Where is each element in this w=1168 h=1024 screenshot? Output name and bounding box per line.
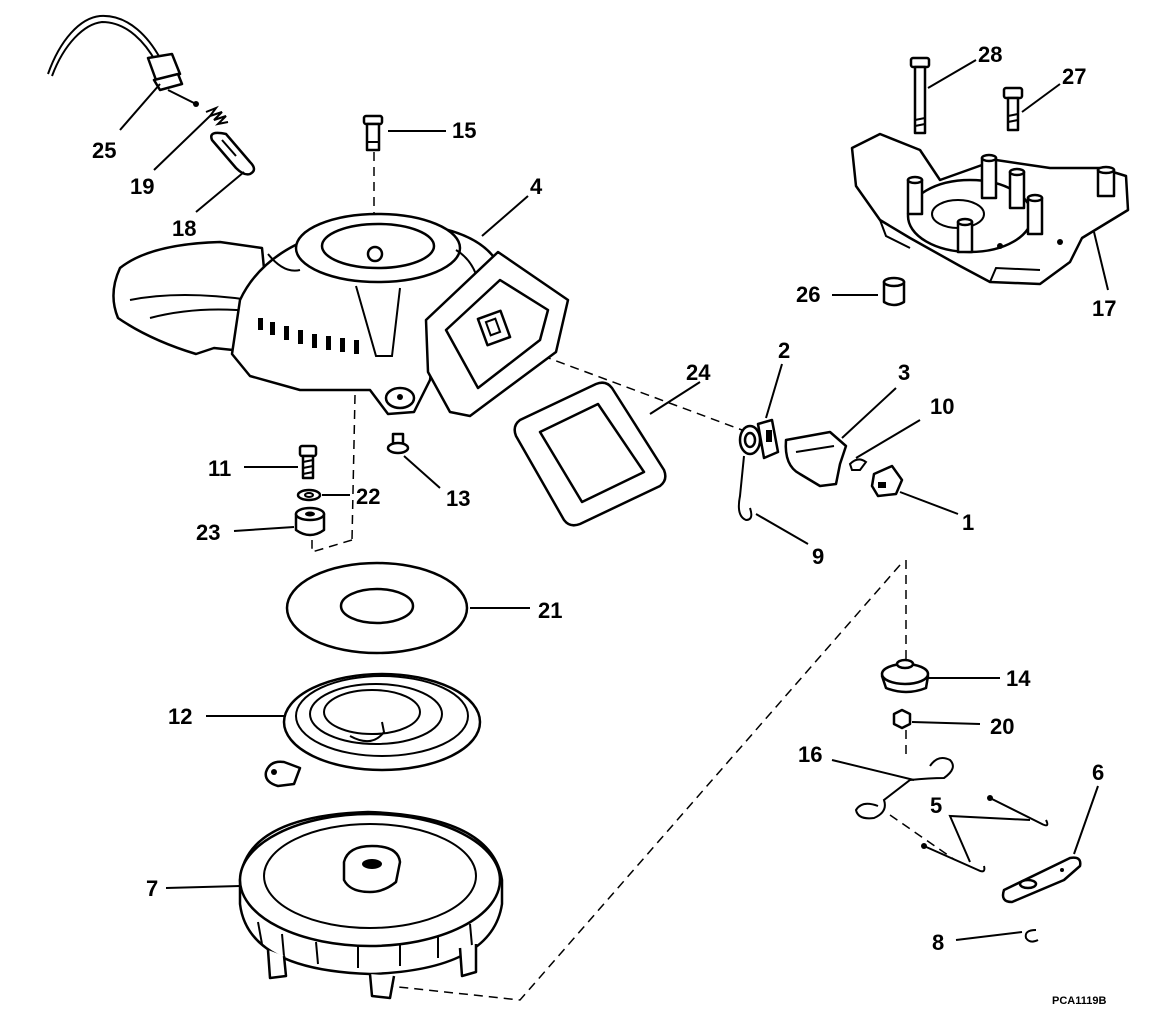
- callout-22: 22: [356, 484, 380, 509]
- callout-21: 21: [538, 598, 562, 623]
- callout-15: 15: [452, 118, 476, 143]
- callout-28: 28: [978, 42, 1002, 67]
- callout-13: 13: [446, 486, 470, 511]
- part-16-rod: [854, 757, 954, 820]
- callout-8: 8: [932, 930, 944, 955]
- part-18-pin: [210, 131, 256, 176]
- part-23-bushing: [294, 506, 326, 537]
- callout-12: 12: [168, 704, 192, 729]
- callout-1: 1: [962, 510, 974, 535]
- part-5-springs: [921, 795, 1049, 873]
- part-14-knob: [880, 658, 930, 694]
- part-13-bushing: [386, 432, 410, 455]
- part-27-bolt: [1002, 86, 1024, 132]
- callout-4: 4: [530, 174, 543, 199]
- part-10-clip: [848, 458, 868, 471]
- part-3-lever: [784, 430, 848, 488]
- part-15-pin: [362, 114, 384, 152]
- part-11-screw: [298, 444, 318, 480]
- reference-code: PCA1119B: [1052, 995, 1106, 1007]
- assembly-lines: [311, 152, 956, 1001]
- callout-17: 17: [1092, 296, 1116, 321]
- callout-19: 19: [130, 174, 154, 199]
- leader-lines: [119, 59, 1109, 941]
- part-21-disc: [285, 561, 469, 655]
- callout-27: 27: [1062, 64, 1086, 89]
- callout-25: 25: [92, 138, 116, 163]
- part-8-clip: [1024, 929, 1039, 943]
- callout-23: 23: [196, 520, 220, 545]
- callout-labels: 1 2 3 4 5 6 7 8 9 10 11 12 13 14 15 16 1…: [92, 42, 1116, 1007]
- callout-24: 24: [686, 360, 711, 385]
- callout-18: 18: [172, 216, 196, 241]
- part-26-sleeve: [882, 276, 906, 307]
- part-12-spring: [264, 672, 482, 788]
- callout-9: 9: [812, 544, 824, 569]
- part-7-pulley: [238, 810, 504, 1000]
- callout-7: 7: [146, 876, 158, 901]
- part-25-cable-connector: [47, 14, 199, 107]
- part-6-plate: [1001, 856, 1082, 904]
- callout-26: 26: [796, 282, 820, 307]
- callout-20: 20: [990, 714, 1014, 739]
- part-4-starter-housing: [112, 212, 570, 418]
- part-9-clip: [737, 455, 753, 522]
- callout-10: 10: [930, 394, 954, 419]
- callout-2: 2: [778, 338, 790, 363]
- callout-5: 5: [930, 793, 942, 818]
- part-28-bolt: [909, 56, 931, 135]
- part-17-bracket: [850, 132, 1130, 286]
- callout-3: 3: [898, 360, 910, 385]
- part-22-washer: [296, 488, 322, 502]
- part-19-spring: [205, 105, 229, 126]
- callout-11: 11: [208, 456, 231, 481]
- part-24-gasket: [513, 381, 667, 527]
- part-2-fitting: [738, 418, 780, 460]
- callout-6: 6: [1092, 760, 1104, 785]
- callout-14: 14: [1006, 666, 1031, 691]
- part-20-nut: [892, 708, 912, 730]
- part-1-block: [870, 464, 904, 498]
- callout-16: 16: [798, 742, 822, 767]
